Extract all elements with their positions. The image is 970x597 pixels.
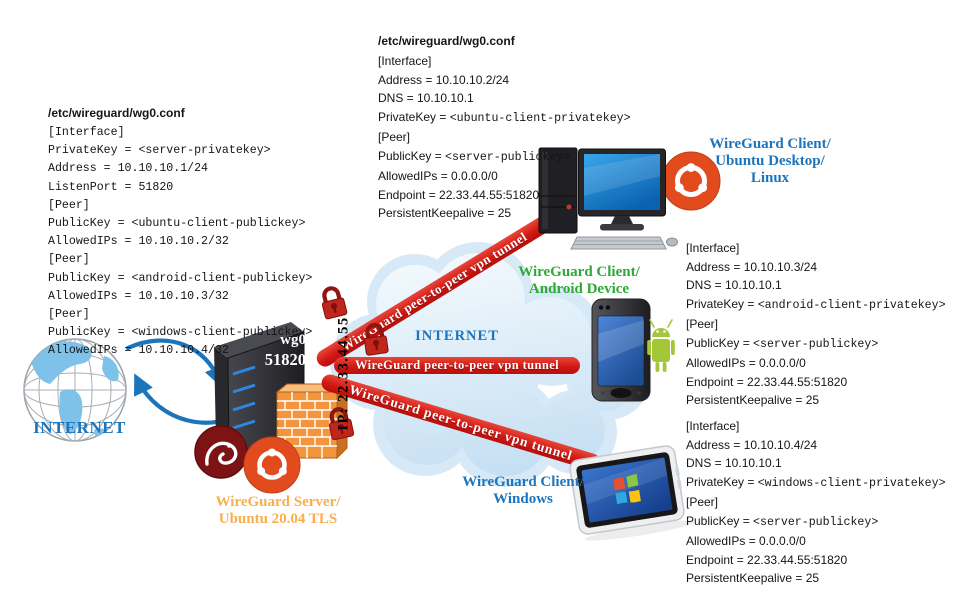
config-line: PublicKey = <server-publickey>: [378, 148, 571, 164]
smartphone-icon: [591, 298, 651, 402]
config-line: PublicKey = <ubuntu-client-publickey>: [48, 217, 306, 231]
config-line: ListenPort = 51820: [48, 180, 174, 194]
padlock-icon: [328, 407, 355, 441]
config-line: [Peer]: [378, 130, 411, 144]
config-line: AllowedIPs = 10.10.10.2/32: [48, 235, 229, 249]
config-line: Endpoint = 22.33.44.55:51820: [686, 374, 848, 389]
config-line: AllowedIPs = 0.0.0.0/0: [686, 356, 806, 370]
ubuntu-client-caption: WireGuard Client/Ubuntu Desktop/Linux: [690, 136, 850, 187]
config-line: AllowedIPs = 0.0.0.0/0: [686, 534, 806, 548]
server-listen-port: 51820: [264, 350, 306, 369]
caption-line: WireGuard Client/: [709, 136, 831, 152]
server-wg-interface-labels: wg0 51820: [248, 331, 306, 369]
config-line: DNS = 10.10.10.1: [686, 456, 782, 470]
caption-line: Android Device: [528, 281, 630, 297]
caption-line: WireGuard Client/: [518, 264, 640, 280]
config-line: PersistentKeepalive = 25: [378, 206, 512, 220]
config-server: /etc/wireguard/wg0.conf [Interface] Privat…: [48, 106, 312, 361]
config-line: PersistentKeepalive = 25: [686, 571, 820, 585]
config-line: PersistentKeepalive = 25: [686, 393, 820, 407]
wireguard-logo-icon: [194, 425, 248, 479]
caption-line: Ubuntu 20.04 TLS: [218, 511, 338, 527]
config-line: AllowedIPs = 10.10.10.4/32: [48, 344, 229, 358]
config-line: Address = 10.10.10.2/24: [378, 72, 510, 87]
config-file-path: /etc/wireguard/wg0.conf: [378, 34, 515, 48]
windows-logo-icon: [613, 473, 641, 505]
config-line: AllowedIPs = 0.0.0.0/0: [378, 169, 498, 183]
config-line: [Peer]: [686, 317, 719, 331]
config-line: [Peer]: [48, 308, 90, 322]
config-line: PublicKey = <android-client-publickey>: [48, 271, 313, 285]
config-line: DNS = 10.10.10.1: [378, 91, 474, 105]
server-interface-name: wg0: [280, 332, 306, 348]
config-line: Endpoint = 22.33.44.55:51820: [378, 187, 540, 202]
config-line: [Interface]: [378, 54, 432, 68]
internet-cloud-label: INTERNET: [415, 328, 499, 344]
config-line: PrivateKey = <server-privatekey>: [48, 144, 271, 158]
config-line: AllowedIPs = 10.10.10.3/32: [48, 289, 229, 303]
ubuntu-logo-icon: [243, 436, 301, 494]
caption-line: WireGuard Server/: [215, 494, 341, 510]
config-line: [Peer]: [48, 253, 90, 267]
config-line: [Peer]: [48, 198, 90, 212]
config-line: [Interface]: [686, 241, 740, 255]
desktop-computer-icon: [538, 147, 678, 250]
padlock-icon: [364, 323, 389, 356]
server-caption: WireGuard Server/Ubuntu 20.04 TLS: [198, 494, 358, 528]
ubuntu-logo-icon: [661, 151, 721, 211]
vpn-tunnel-label: WireGuard peer-to-peer vpn tunnel: [354, 358, 560, 372]
config-line: Address = 10.10.10.1/24: [48, 162, 209, 176]
config-line: DNS = 10.10.10.1: [686, 278, 782, 292]
config-line: Address = 10.10.10.3/24: [686, 259, 818, 274]
tablet-icon: [569, 445, 694, 541]
caption-line: WireGuard Client/: [462, 474, 584, 490]
config-line: PublicKey = <windows-client-publickey>: [48, 326, 313, 340]
config-line: PublicKey = <server-publickey>: [686, 513, 879, 529]
config-line: Address = 10.10.10.4/24: [686, 437, 818, 452]
windows-client-caption: WireGuard Client/Windows: [443, 474, 603, 508]
caption-line: Windows: [493, 491, 553, 507]
config-line: PrivateKey = <ubuntu-client-privatekey>: [378, 109, 631, 125]
config-line: PublicKey = <server-publickey>: [686, 335, 879, 351]
config-line: Endpoint = 22.33.44.55:51820: [686, 552, 848, 567]
padlock-icon: [321, 286, 348, 320]
config-ubuntu-client: /etc/wireguard/wg0.conf [Interface] Addres…: [378, 34, 631, 223]
config-line: [Peer]: [686, 495, 719, 509]
internet-label: INTERNET: [33, 418, 126, 437]
config-file-path: /etc/wireguard/wg0.conf: [48, 106, 185, 120]
caption-line: Ubuntu Desktop/: [715, 153, 825, 169]
android-robot-icon: [647, 319, 675, 372]
server-public-ip-label: IP: 22.33.44.55: [335, 316, 352, 431]
config-line: PrivateKey = <android-client-privatekey>: [686, 296, 946, 312]
config-line: PrivateKey = <windows-client-privatekey>: [686, 474, 946, 490]
config-line: [Interface]: [48, 126, 125, 139]
vpn-tunnel-banner-android: WireGuard peer-to-peer vpn tunnel: [334, 357, 580, 374]
caption-line: Linux: [750, 170, 790, 186]
android-client-caption: WireGuard Client/Android Device: [499, 264, 659, 298]
config-line: [Interface]: [686, 419, 740, 433]
globe-icon: [23, 338, 127, 442]
